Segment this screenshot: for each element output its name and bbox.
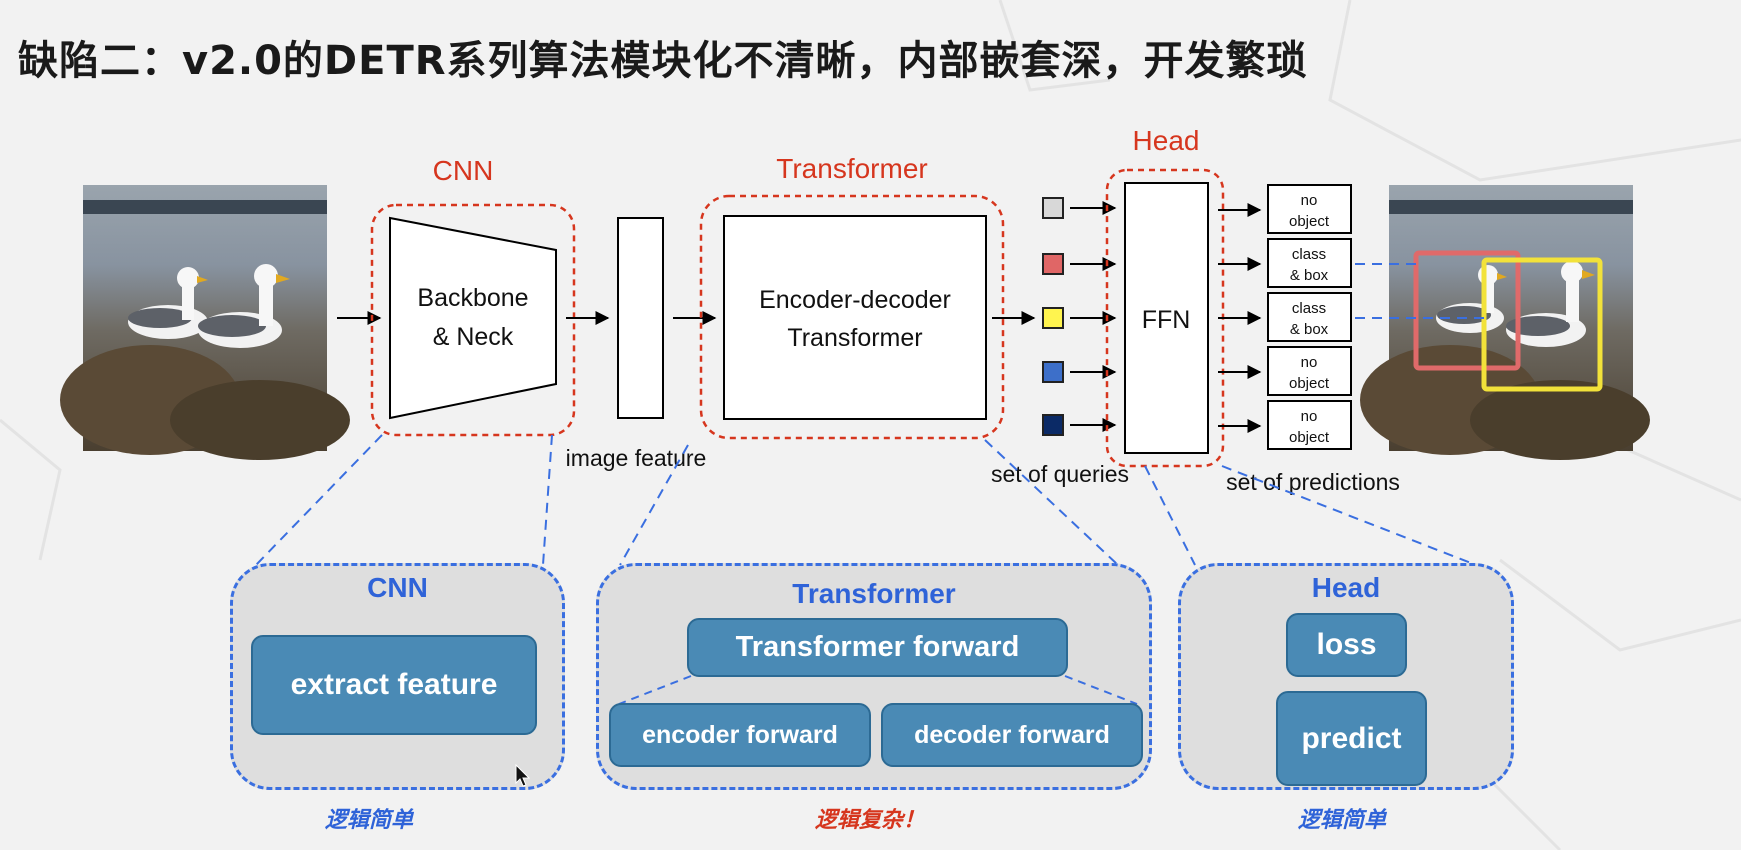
- prediction-box: [1267, 400, 1352, 450]
- head-panel: Head loss predict: [1178, 563, 1514, 790]
- output-photo: [1360, 185, 1650, 460]
- head-panel-title: Head: [1311, 572, 1381, 603]
- query-list: [1042, 197, 1064, 436]
- encoder-decoder-block: [723, 215, 987, 420]
- prediction-box: [1267, 346, 1352, 396]
- decoder-forward-button[interactable]: decoder forward: [881, 703, 1143, 767]
- gull-icon: [1506, 261, 1595, 347]
- page-title: 缺陷二：v2.0的DETR系列算法模块化不清晰，内部嵌套深，开发繁琐: [18, 38, 1308, 84]
- transformer-dashed-group: [699, 194, 1005, 440]
- head-note: 逻辑简单: [1298, 808, 1387, 833]
- prediction-line1: class: [1292, 246, 1326, 263]
- encdec-label-line2: Transformer: [787, 324, 922, 352]
- prediction-line2: object: [1289, 213, 1330, 230]
- image-feature-caption: image feature: [566, 445, 707, 471]
- cnn-panel: CNN extract feature: [230, 563, 565, 790]
- prediction-line2: & box: [1290, 267, 1329, 284]
- head-label: Head: [1133, 125, 1200, 156]
- transformer-label: Transformer: [776, 153, 927, 184]
- cnn-panel-title: CNN: [367, 572, 428, 603]
- transformer-panel: Transformer Transformer forward encoder …: [596, 563, 1152, 790]
- prediction-box: [1267, 292, 1352, 342]
- prediction-line2: object: [1289, 429, 1330, 446]
- transformer-panel-title: Transformer: [792, 578, 956, 609]
- loss-button[interactable]: loss: [1286, 613, 1407, 677]
- predict-button[interactable]: predict: [1276, 691, 1427, 786]
- transformer-note: 逻辑复杂！: [815, 808, 926, 833]
- set-of-predictions-caption: set of predictions: [1226, 469, 1400, 495]
- prediction-line1: no: [1301, 192, 1318, 209]
- encoder-forward-button[interactable]: encoder forward: [609, 703, 871, 767]
- backbone-label-line1: Backbone: [417, 284, 528, 312]
- prediction-line1: no: [1301, 354, 1318, 371]
- backbone-neck-block: [389, 216, 557, 420]
- cnn-note: 逻辑简单: [325, 808, 414, 833]
- prediction-box: [1267, 184, 1352, 234]
- detection-box-red: [1413, 250, 1521, 371]
- set-of-queries-caption: set of queries: [991, 461, 1129, 487]
- prediction-list: no object class & box class & box no obj…: [1267, 184, 1352, 450]
- ffn-block: [1124, 182, 1209, 454]
- detection-box-yellow: [1481, 257, 1603, 392]
- input-photo: [60, 185, 350, 460]
- backbone-label-line2: & Neck: [433, 323, 514, 351]
- encdec-label-line1: Encoder-decoder: [759, 286, 951, 314]
- mouse-cursor-icon: [515, 764, 531, 787]
- prediction-line1: no: [1301, 408, 1318, 425]
- prediction-line2: & box: [1290, 321, 1329, 338]
- query-square: [1042, 253, 1064, 275]
- prediction-line2: object: [1289, 375, 1330, 392]
- transformer-forward-button[interactable]: Transformer forward: [687, 618, 1068, 677]
- ffn-label: FFN: [1142, 306, 1191, 334]
- query-square: [1042, 197, 1064, 219]
- gull-icon: [128, 267, 208, 339]
- gull-icon: [198, 264, 290, 348]
- extract-feature-button[interactable]: extract feature: [251, 635, 537, 735]
- prediction-box: [1267, 238, 1352, 288]
- cnn-dashed-group: [370, 203, 576, 437]
- image-feature-block: [617, 217, 664, 419]
- query-square: [1042, 307, 1064, 329]
- query-square: [1042, 414, 1064, 436]
- cnn-label: CNN: [433, 155, 494, 186]
- query-square: [1042, 361, 1064, 383]
- prediction-line1: class: [1292, 300, 1326, 317]
